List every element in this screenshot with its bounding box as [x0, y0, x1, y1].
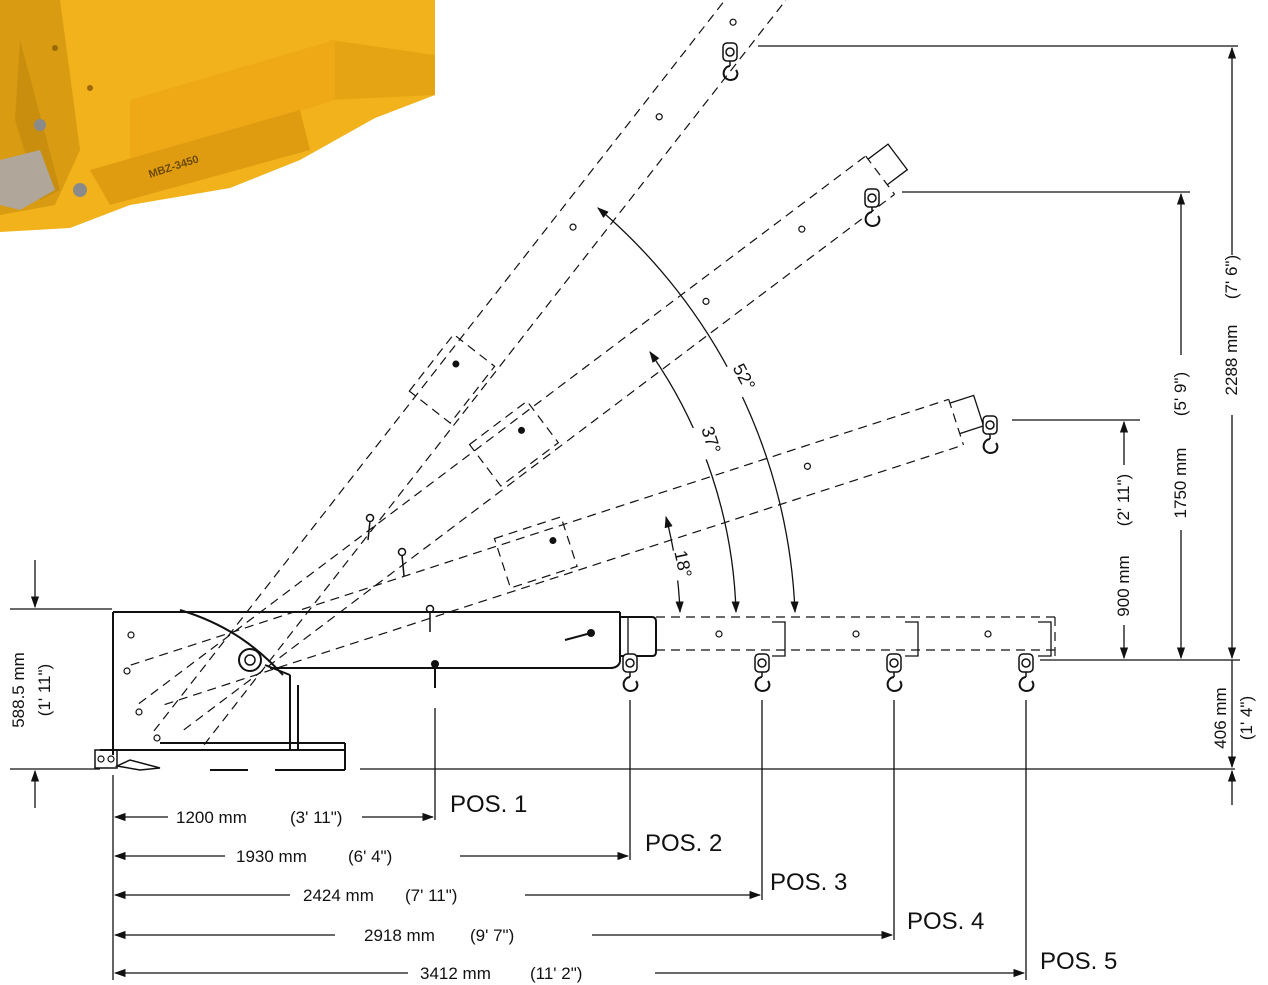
reach-dim-pos5: 3412 mm (11' 2") POS. 5 — [113, 948, 1117, 983]
crane-base — [94, 609, 346, 771]
label-pos1: POS. 1 — [450, 791, 527, 818]
pos5-height-mm: 406 mm — [1211, 687, 1230, 748]
boom-horizontal — [113, 604, 657, 742]
angle37-height-mm: 1750 mm — [1171, 448, 1190, 519]
height-dim-18: 900 mm (2' 11") — [1110, 420, 1138, 660]
reach-pos1-imperial: (3' 11") — [290, 808, 342, 827]
angle52-height-mm: 2288 mm — [1222, 325, 1241, 396]
reach-pos5-mm: 3412 mm — [420, 964, 491, 983]
boom-extension-dashed — [656, 616, 1056, 692]
reach-pos2-mm: 1930 mm — [236, 847, 307, 866]
reach-dim-pos1: 1200 mm (3' 11") POS. 1 — [113, 791, 527, 827]
reach-pos5-imperial: (11' 2") — [530, 964, 582, 983]
angle18-height-mm: 900 mm — [1114, 555, 1133, 616]
reach-dim-pos4: 2918 mm (9' 7") POS. 4 — [113, 908, 984, 945]
boom-angle-18 — [130, 394, 985, 706]
reach-dim-pos2: 1930 mm (6' 4") POS. 2 — [113, 830, 722, 866]
base-height-imperial: (1' 11") — [35, 664, 54, 716]
label-pos5: POS. 5 — [1040, 948, 1117, 975]
height-dim-base: 588.5 mm (1' 11") — [9, 560, 54, 808]
angle37-height-imperial: (5' 9") — [1171, 372, 1190, 416]
reach-dim-pos3: 2424 mm (7' 11") POS. 3 — [113, 869, 847, 905]
reach-pos4-imperial: (9' 7") — [470, 926, 514, 945]
product-photo: MBZ-3450 — [0, 0, 435, 232]
boom-angle-52 — [153, 0, 787, 746]
height-dim-pos5: 406 mm (1' 4") — [1211, 660, 1256, 805]
angle52-height-imperial: (7' 6") — [1222, 255, 1241, 299]
label-pos2: POS. 2 — [645, 830, 722, 857]
pos5-height-imperial: (1' 4") — [1237, 696, 1256, 740]
base-height-mm: 588.5 mm — [9, 652, 28, 728]
boom-pins — [365, 513, 407, 577]
reach-pos2-imperial: (6' 4") — [348, 847, 392, 866]
reference-lines — [10, 45, 1240, 980]
height-dim-37: 1750 mm (5' 9") — [1167, 192, 1195, 660]
reach-pos1-mm: 1200 mm — [176, 808, 247, 827]
reach-pos4-mm: 2918 mm — [364, 926, 435, 945]
label-pos4: POS. 4 — [907, 908, 984, 935]
reach-pos3-mm: 2424 mm — [303, 886, 374, 905]
angle18-height-imperial: (2' 11") — [1114, 474, 1133, 526]
reach-pos3-imperial: (7' 11") — [405, 886, 457, 905]
height-dim-52: 2288 mm (7' 6") — [1218, 46, 1246, 660]
label-pos3: POS. 3 — [770, 869, 847, 896]
